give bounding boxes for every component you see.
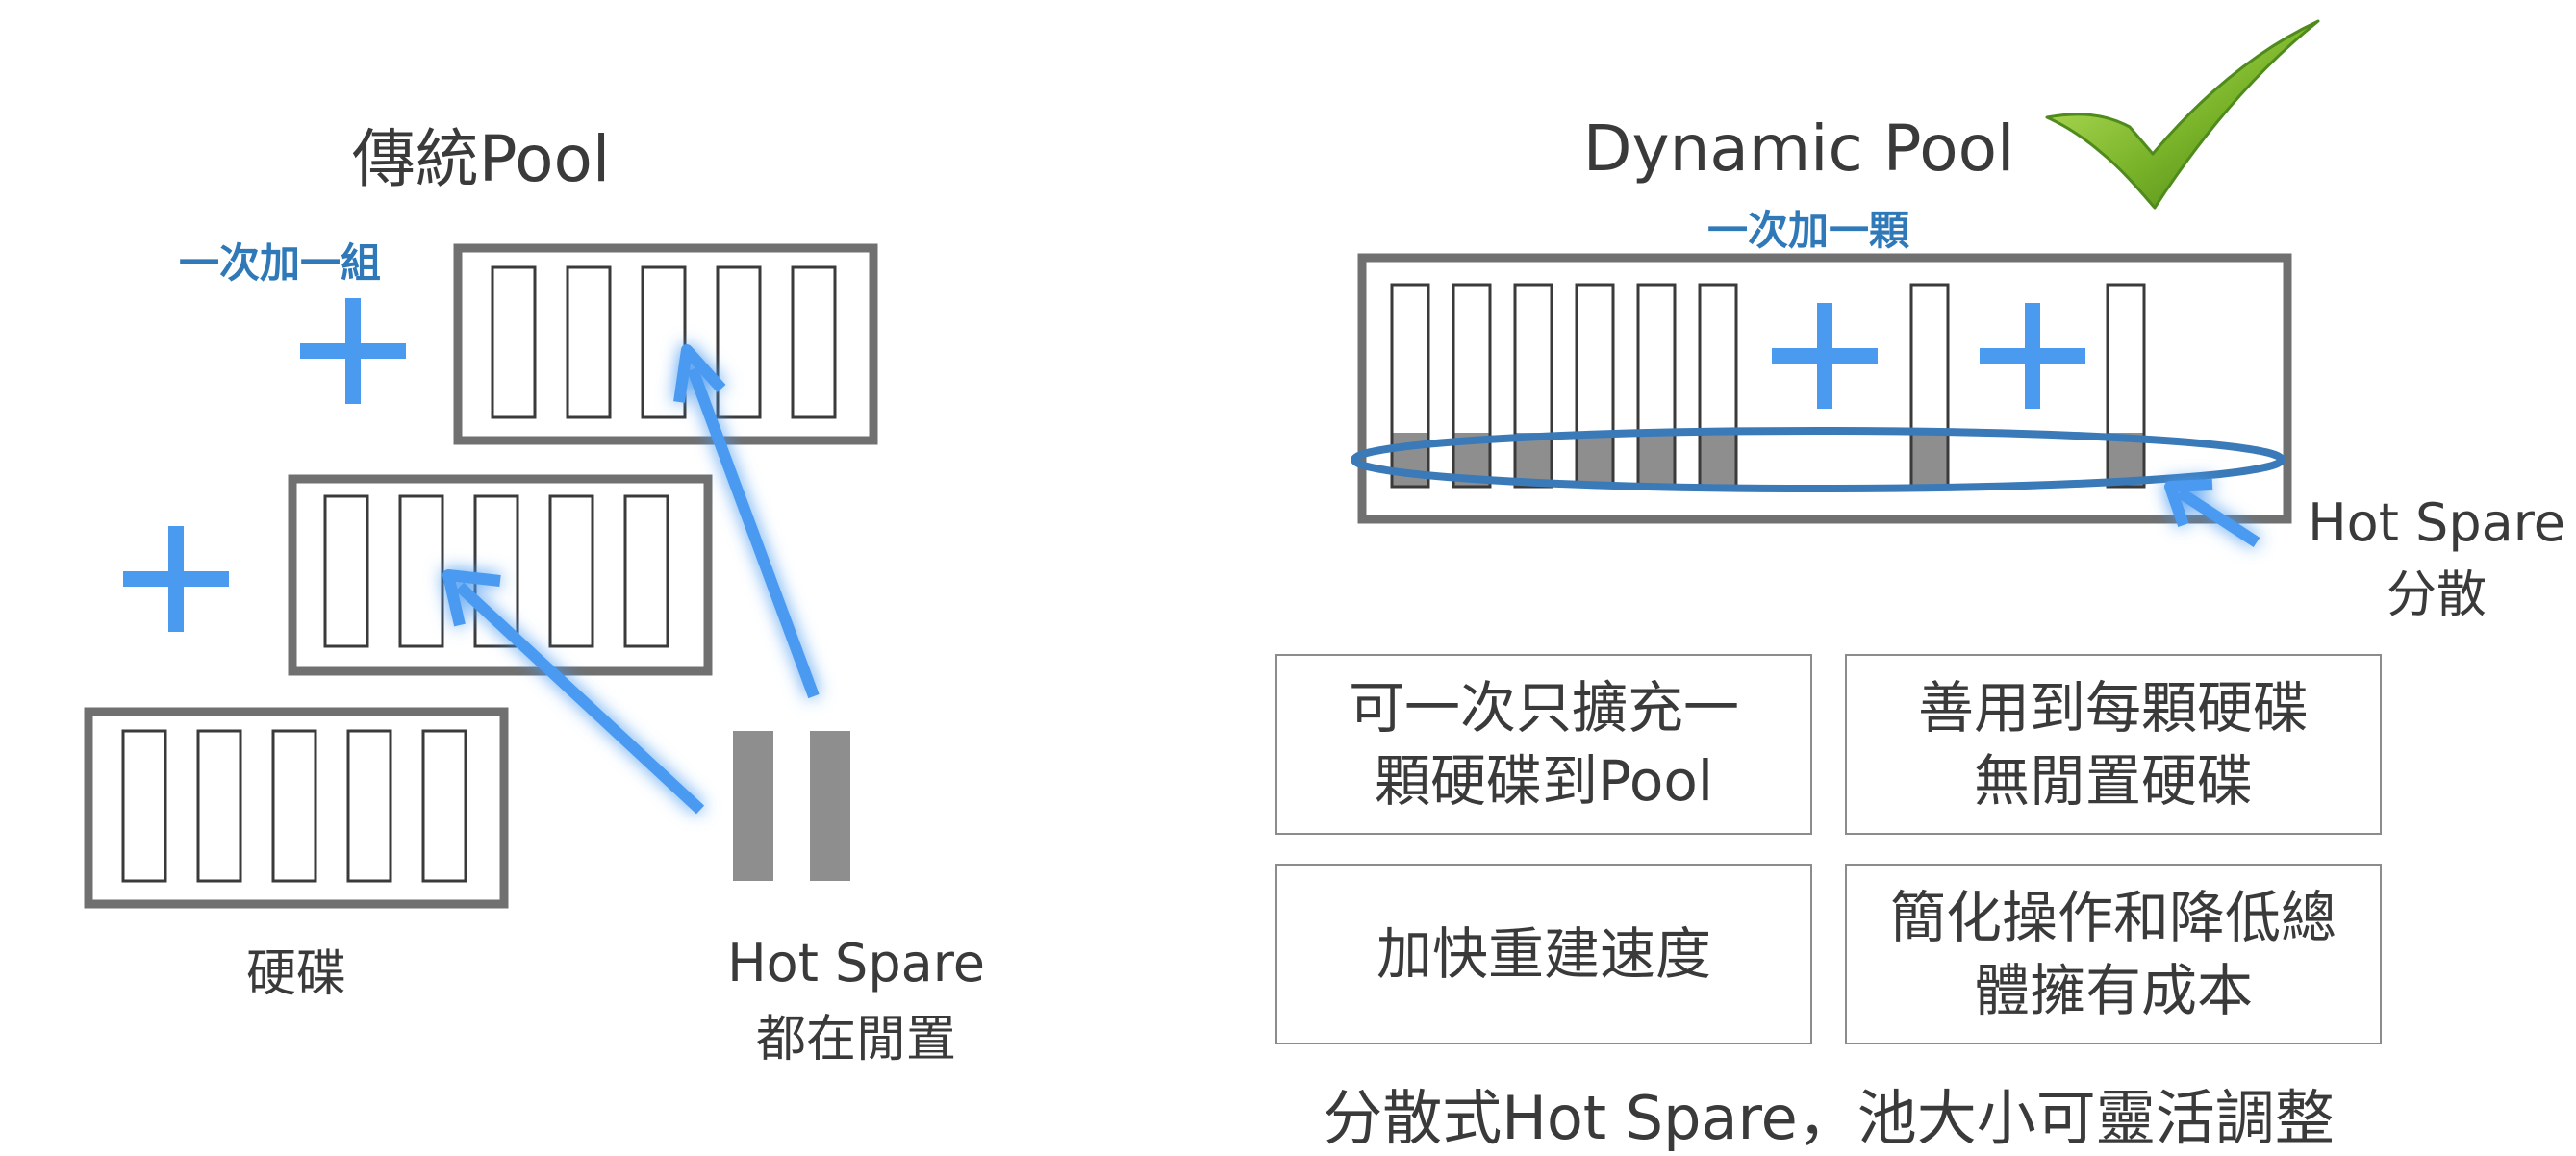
- arrow-icon: [442, 569, 705, 815]
- plus-icon: [1980, 303, 2085, 409]
- left-title: 傳統Pool: [351, 122, 611, 196]
- benefit-line: 無閒置硬碟: [1973, 748, 2253, 814]
- pool-disk: [1452, 283, 1492, 489]
- pool-disk: [1909, 283, 1950, 489]
- benefit-box: 可一次只擴充一 顆硬碟到Pool: [1275, 654, 1812, 835]
- left-hot-spare-label: Hot Spare: [727, 933, 985, 993]
- disk-slot: [641, 265, 687, 419]
- hot-spare-disk: [810, 731, 850, 881]
- disk-slot: [716, 265, 762, 419]
- disk-slot: [121, 729, 167, 883]
- benefit-line: 顆硬碟到Pool: [1374, 748, 1713, 814]
- disk-slot: [473, 494, 519, 648]
- enclosure-middle: [288, 474, 713, 676]
- disk-slot: [623, 494, 669, 648]
- hot-spare-disk: [733, 731, 773, 881]
- pool-disk: [1575, 283, 1615, 489]
- pool-disk: [2106, 283, 2146, 489]
- benefit-line: 可一次只擴充一: [1348, 675, 1739, 741]
- disk-slot: [791, 265, 837, 419]
- benefit-box: 善用到每顆硬碟 無閒置硬碟: [1845, 654, 2382, 835]
- disk-slot: [491, 265, 537, 419]
- disk-slot: [196, 729, 242, 883]
- disk-slot: [548, 494, 594, 648]
- arrow-icon: [2164, 479, 2260, 548]
- enclosure-bottom: [84, 707, 509, 909]
- pool-disk: [1513, 283, 1553, 489]
- benefit-line: 體擁有成本: [1973, 958, 2253, 1023]
- disk-slot: [346, 729, 392, 883]
- check-icon: [2045, 19, 2320, 210]
- arrow-icon: [673, 344, 820, 699]
- left-hot-spare-sub: 都在閒置: [755, 1011, 956, 1068]
- summary-text: 分散式Hot Spare，池大小可靈活調整: [1323, 1083, 2335, 1153]
- add-group-label: 一次加一組: [179, 239, 382, 287]
- right-title: Dynamic Pool: [1582, 112, 2015, 186]
- hot-spare-ellipse: [1351, 427, 2286, 492]
- disk-slot: [323, 494, 369, 648]
- pool-disk: [1698, 283, 1738, 489]
- plus-icon: [300, 298, 406, 404]
- dynamic-pool-enclosure: [1351, 253, 2292, 524]
- disk-slot: [398, 494, 444, 648]
- pool-disk: [1636, 283, 1677, 489]
- add-one-label: 一次加一顆: [1706, 207, 1909, 254]
- benefit-box: 簡化操作和降低總 體擁有成本: [1845, 864, 2382, 1044]
- right-hot-spare-sub: 分散: [2386, 566, 2487, 624]
- enclosure-top: [453, 243, 878, 445]
- right-hot-spare-label: Hot Spare: [2308, 492, 2565, 553]
- plus-icon: [123, 526, 229, 632]
- benefit-box: 加快重建速度: [1275, 864, 1812, 1044]
- disk-slot: [271, 729, 317, 883]
- disk-slot: [566, 265, 612, 419]
- plus-icon: [1772, 303, 1878, 409]
- disk-slot: [421, 729, 467, 883]
- pool-disk: [1390, 283, 1430, 489]
- disk-label: 硬碟: [245, 945, 346, 1003]
- benefit-line: 簡化操作和降低總: [1889, 885, 2336, 950]
- benefit-line: 善用到每顆硬碟: [1917, 675, 2309, 741]
- benefit-line: 加快重建速度: [1376, 921, 1711, 987]
